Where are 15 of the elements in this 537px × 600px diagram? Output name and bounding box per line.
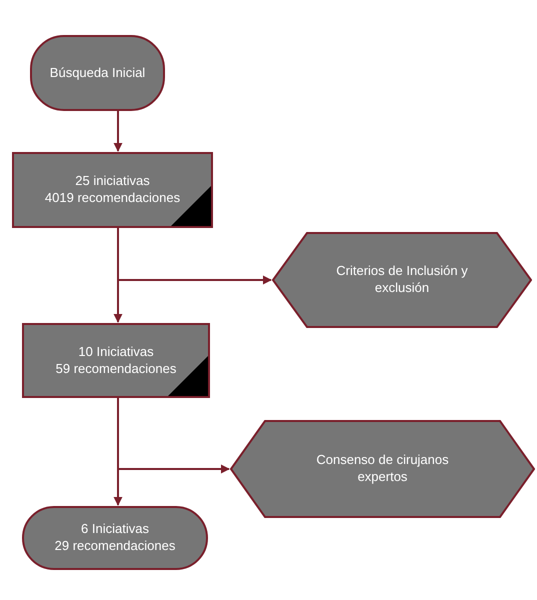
node-label: 6 Iniciativas	[81, 521, 149, 538]
process-box	[22, 323, 210, 398]
terminal-shape	[30, 35, 165, 111]
node-label: 25 iniciativas	[75, 173, 150, 190]
node-label: 59 recomendaciones	[56, 360, 176, 378]
process-box	[12, 152, 213, 228]
arrow	[117, 228, 272, 284]
arrow	[117, 398, 230, 474]
node-label: 4019 recomendaciones	[44, 190, 180, 207]
node-label: 29 recomendaciones	[54, 538, 176, 555]
node-label: Criterios de Inclusión y exclusión	[335, 263, 469, 297]
node-label: 10 Iniciativas	[78, 344, 154, 360]
node-label: Consenso de cirujanos expertos	[315, 452, 450, 486]
node-label: Búsqueda Inicial	[50, 64, 146, 82]
arrow	[114, 111, 122, 152]
